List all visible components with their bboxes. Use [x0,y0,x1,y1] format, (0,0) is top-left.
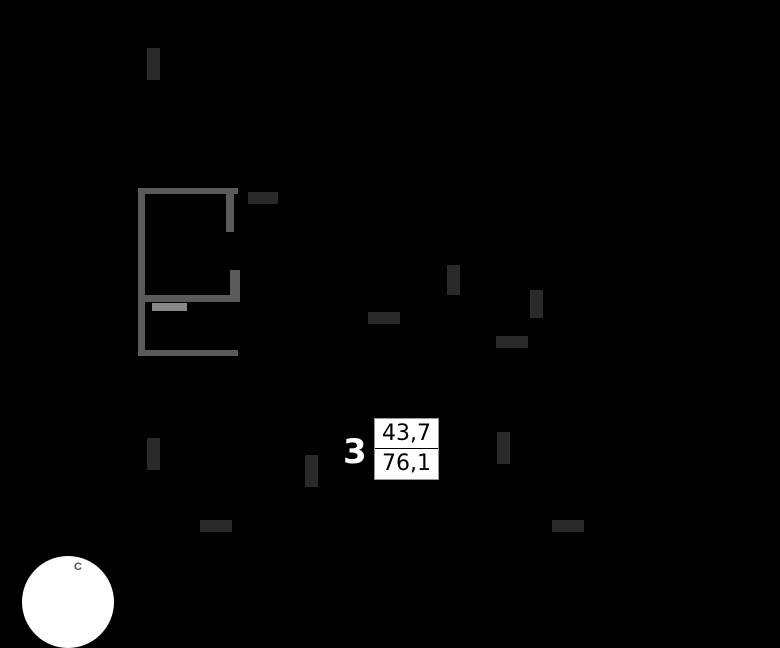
dimension-label [147,438,160,470]
dimension-label [305,455,318,487]
compass-icon: С [22,556,114,648]
dimension-label [447,265,460,295]
dimension-label [147,48,160,80]
dimension-label [496,336,528,348]
dimension-label [368,312,400,324]
dimension-label [248,192,278,204]
room-count: 3 [343,432,367,472]
area-box: 43,7 76,1 [374,418,439,480]
dimension-label [497,432,510,464]
living-area: 43,7 [375,419,438,449]
dimension-label [552,520,584,532]
total-area: 76,1 [382,451,431,476]
dimension-label [200,520,232,532]
dimension-label [530,290,543,318]
